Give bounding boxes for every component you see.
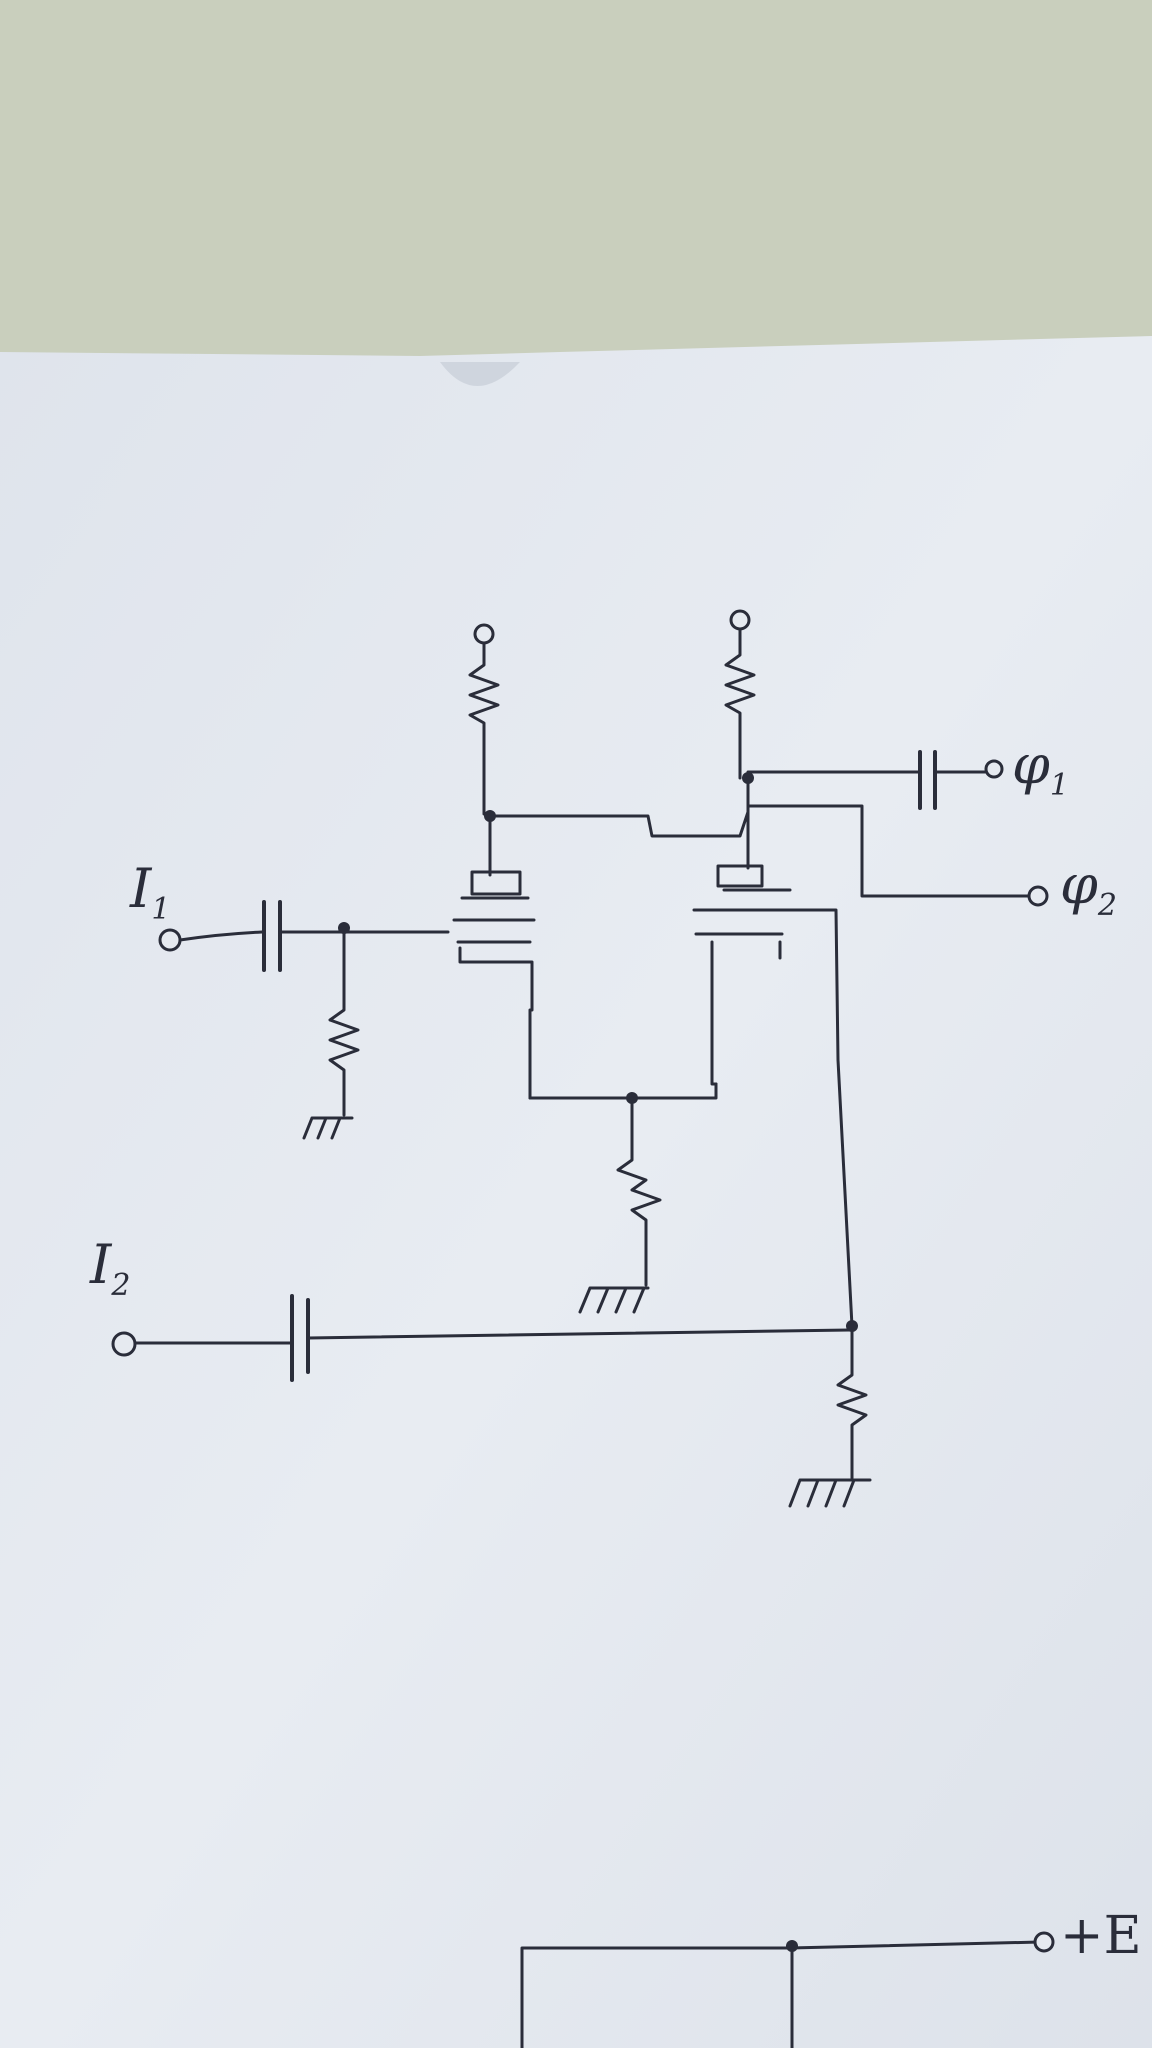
phi2-terminal <box>1027 885 1049 907</box>
label-output2: φ2 <box>1060 858 1117 921</box>
supply-terminal-1 <box>473 623 495 645</box>
emitter-resistor <box>616 1096 662 1287</box>
wire-t1-emitter <box>458 946 534 1100</box>
label-input1: I1 <box>130 862 170 925</box>
supply-rail-wire <box>520 1940 1042 2048</box>
supply-plus-terminal <box>1033 1931 1055 1953</box>
input1-capacitor <box>262 900 282 972</box>
label-input1-sub: 1 <box>151 891 171 927</box>
label-output1: φ1 <box>1012 738 1069 801</box>
input2-terminal <box>111 1331 137 1357</box>
cross-coupling-wire <box>488 804 1032 898</box>
label-input2: I2 <box>90 1238 130 1301</box>
ground-input1 <box>302 1116 354 1140</box>
emitter-common-wire <box>528 1082 718 1100</box>
wire-input1 <box>178 930 264 942</box>
transistor-2-collector-block <box>716 864 764 888</box>
label-input2-sub: 2 <box>111 1267 131 1303</box>
transistor-2-body <box>692 888 802 936</box>
ground-input2 <box>788 1478 872 1508</box>
label-input1-symbol: I <box>130 857 152 920</box>
input1-terminal <box>158 928 182 952</box>
label-supply: +E <box>1060 1906 1142 1966</box>
input2-capacitor <box>290 1294 310 1382</box>
supply-terminal-2 <box>729 609 751 631</box>
input1-bias-resistor <box>328 926 360 1117</box>
phi1-terminal <box>984 759 1004 779</box>
collector-resistor-2 <box>724 627 756 780</box>
input2-bias-resistor <box>836 1324 868 1480</box>
paper-fold <box>440 362 520 386</box>
label-output2-sub: 2 <box>1097 887 1117 923</box>
phi1-capacitor <box>918 750 937 810</box>
transistor-1-collector-block <box>470 870 522 896</box>
label-output1-sub: 1 <box>1049 767 1069 803</box>
label-input2-symbol: I <box>90 1233 112 1296</box>
wire-input2-base <box>306 1328 852 1340</box>
wire-t2-base <box>798 908 854 1328</box>
label-output1-symbol: φ <box>1012 733 1050 796</box>
transistor-1-body <box>452 896 536 944</box>
collector-resistor-1 <box>468 641 500 816</box>
ground-emitter <box>578 1286 650 1314</box>
paper-sheet <box>0 336 1152 2048</box>
label-output2-symbol: φ <box>1060 853 1098 916</box>
